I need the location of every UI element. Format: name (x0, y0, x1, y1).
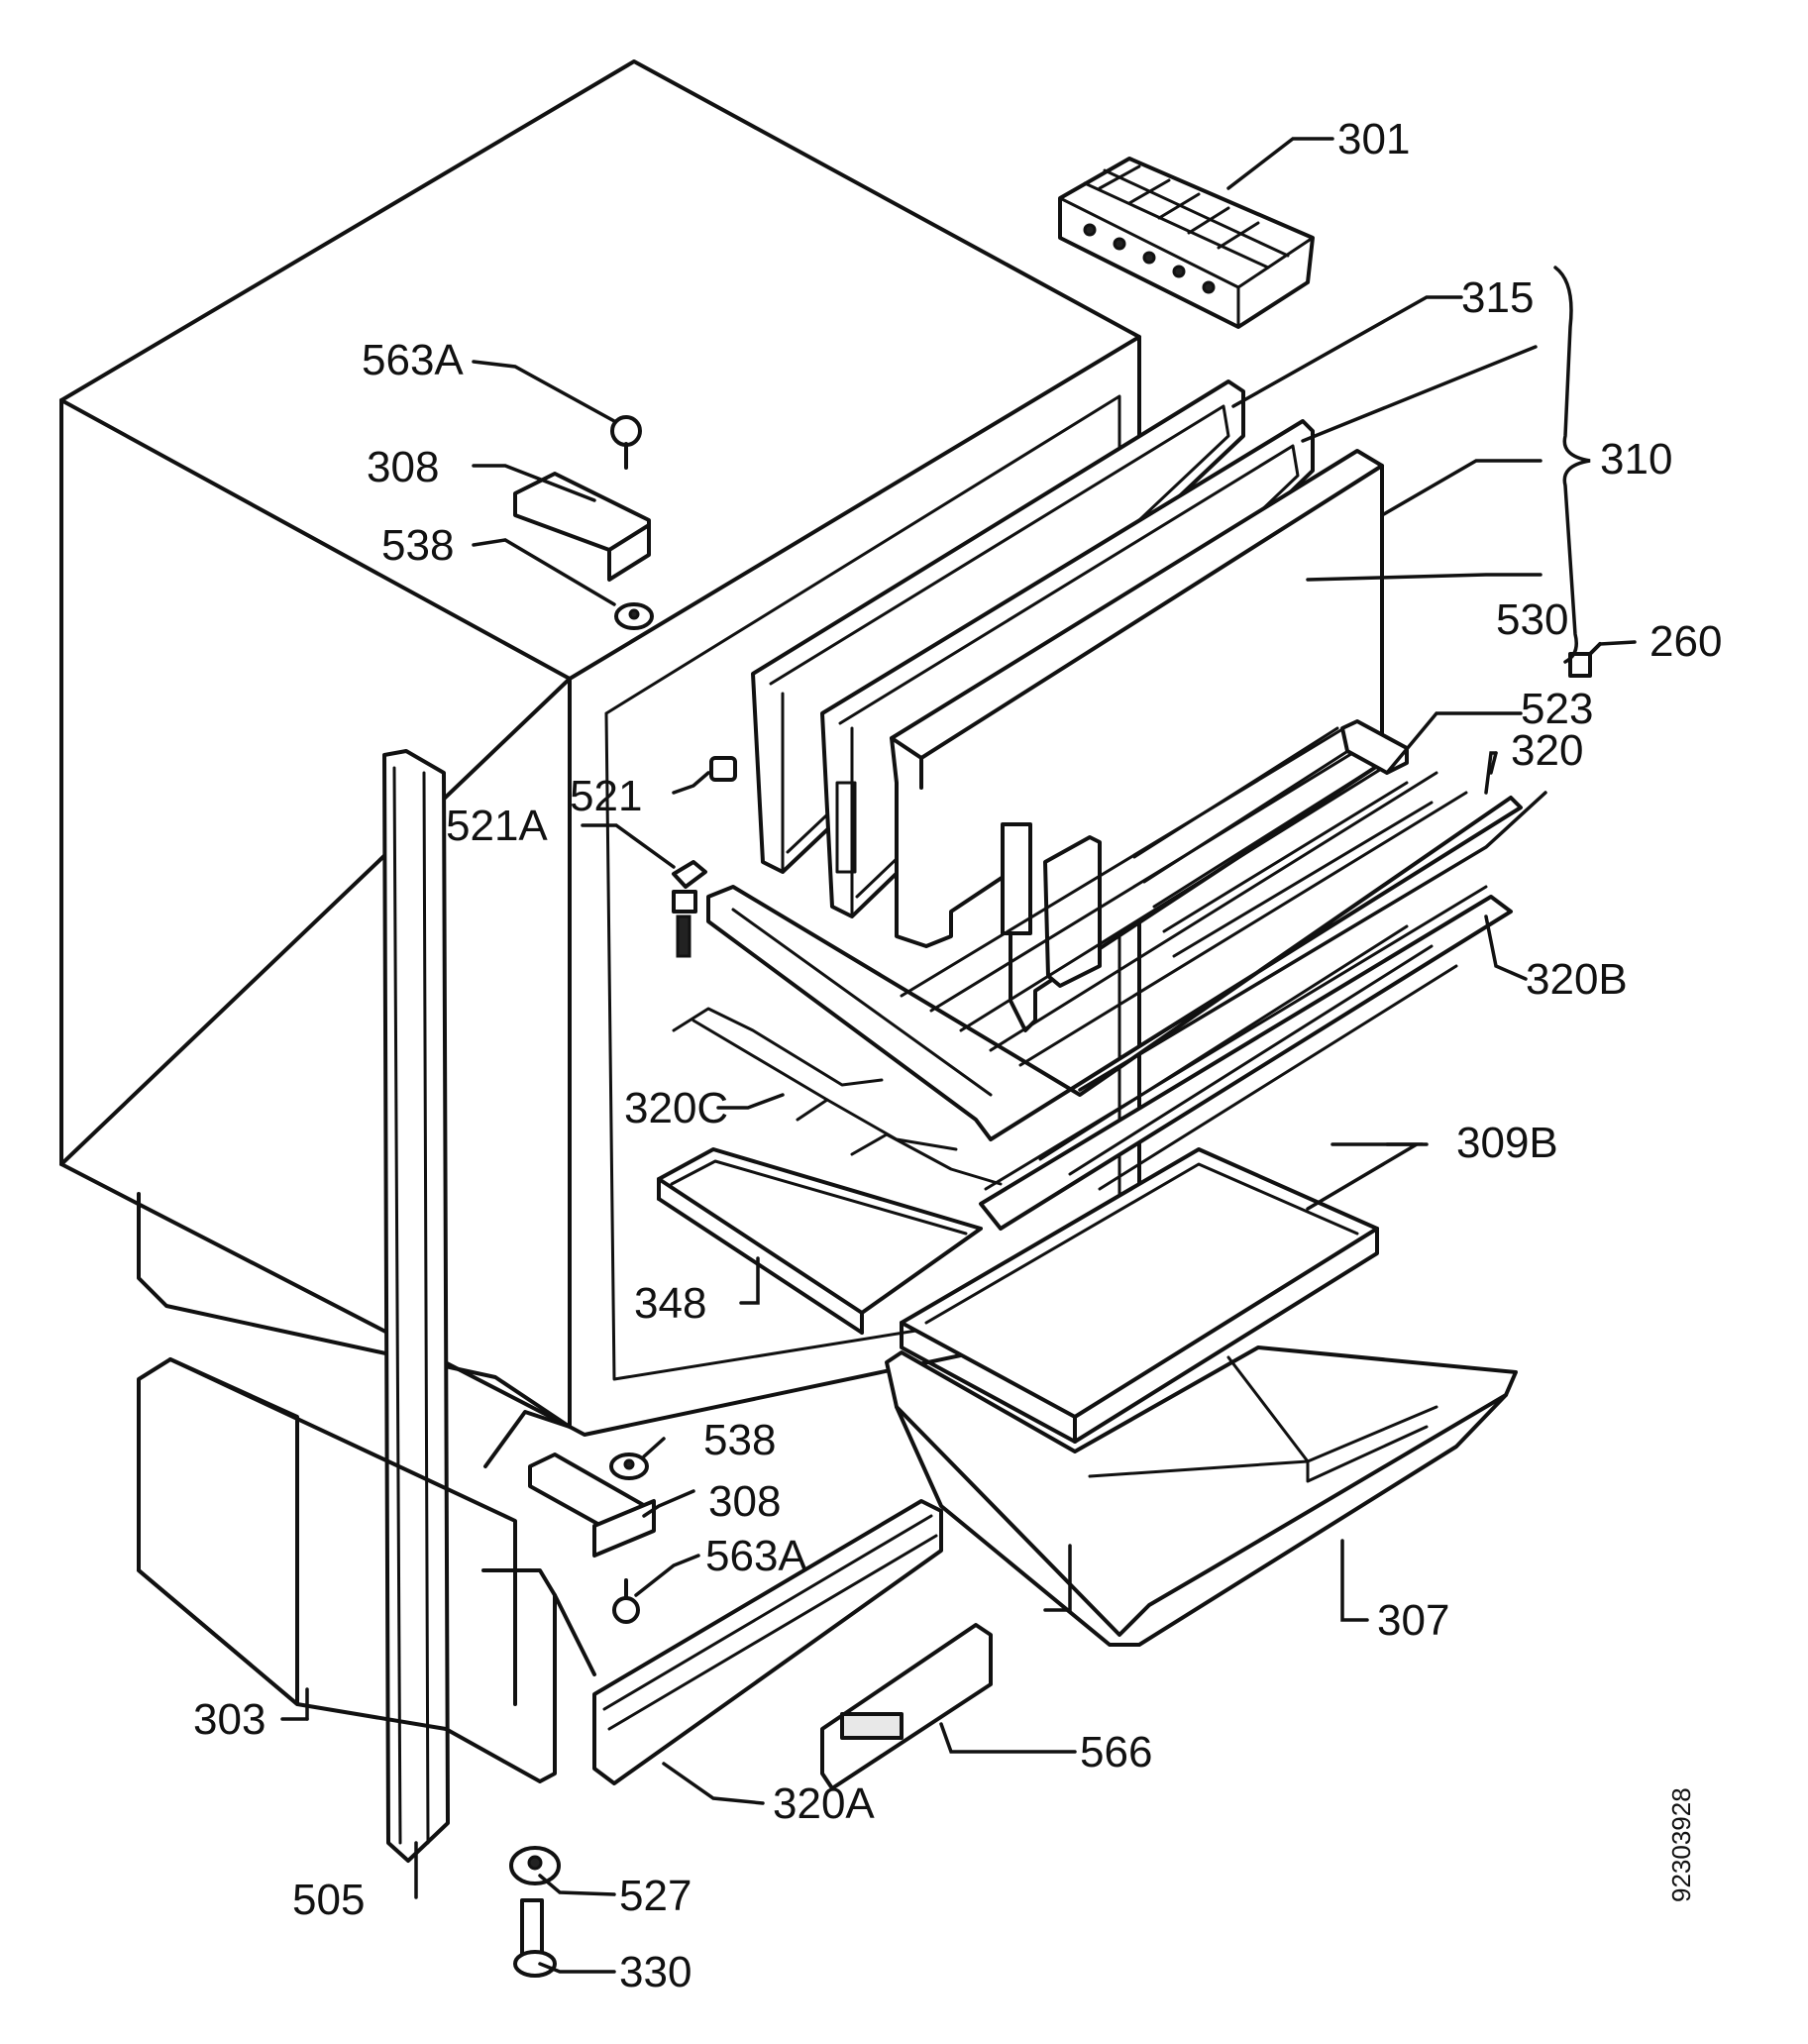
label-563a-bottom: 563A (705, 1532, 807, 1580)
clip-260 (1568, 642, 1602, 678)
crisper-cover-309b (900, 1147, 1379, 1444)
label-563a-top: 563A (362, 336, 464, 384)
cabinet-body (59, 59, 1141, 1468)
door-seal-strip-505 (382, 749, 450, 1863)
part-labels: 301 315 310 563A 308 538 530 260 523 320… (193, 115, 1722, 1996)
label-315: 315 (1461, 273, 1534, 322)
nut-527 (509, 1846, 561, 1885)
label-521a: 521A (446, 802, 548, 850)
tray-348 (657, 1147, 983, 1335)
label-523: 523 (1521, 685, 1593, 733)
plinth-303 (137, 1357, 596, 1783)
label-320c: 320C (624, 1084, 728, 1132)
label-330: 330 (619, 1948, 691, 1996)
screw-330 (513, 1898, 557, 1978)
stop-521 (709, 756, 737, 782)
label-538-top: 538 (381, 521, 454, 570)
label-308-bottom: 308 (708, 1477, 781, 1526)
shelf-320b (979, 885, 1513, 1231)
drawing-code: 92303928 (1666, 1787, 1696, 1902)
label-308-top: 308 (367, 443, 439, 491)
leader-lines (280, 137, 1637, 1974)
catch-521a (672, 860, 707, 958)
slide-566 (820, 1623, 993, 1790)
label-310: 310 (1600, 435, 1672, 484)
wire-shelf-320c (672, 1007, 1003, 1186)
ice-tray-301 (1058, 157, 1315, 329)
label-320a: 320A (773, 1779, 875, 1828)
label-538-bottom: 538 (703, 1416, 776, 1464)
washer-538-bottom (609, 1452, 649, 1480)
shelf-320 (706, 721, 1523, 1141)
label-348: 348 (634, 1279, 706, 1328)
hinge-308-top (513, 472, 651, 582)
label-527: 527 (619, 1872, 691, 1920)
label-307: 307 (1377, 1596, 1449, 1645)
label-301: 301 (1337, 115, 1410, 163)
label-320b: 320B (1526, 955, 1628, 1004)
label-320: 320 (1511, 726, 1583, 775)
clip-523 (1340, 719, 1409, 775)
label-303: 303 (193, 1695, 266, 1744)
label-521: 521 (570, 772, 642, 820)
label-505: 505 (292, 1876, 365, 1924)
crisper-drawer-307 (885, 1345, 1518, 1647)
screw-563a-top (610, 415, 642, 470)
washer-538-top (614, 602, 654, 630)
hinge-308-bottom (528, 1452, 656, 1558)
bracket-310 (1553, 266, 1591, 664)
rail-320a (592, 1499, 943, 1785)
label-566: 566 (1080, 1728, 1152, 1776)
screw-563a-bottom (612, 1578, 640, 1624)
label-260: 260 (1649, 617, 1722, 666)
label-309b: 309B (1456, 1119, 1558, 1167)
label-530: 530 (1496, 595, 1568, 644)
